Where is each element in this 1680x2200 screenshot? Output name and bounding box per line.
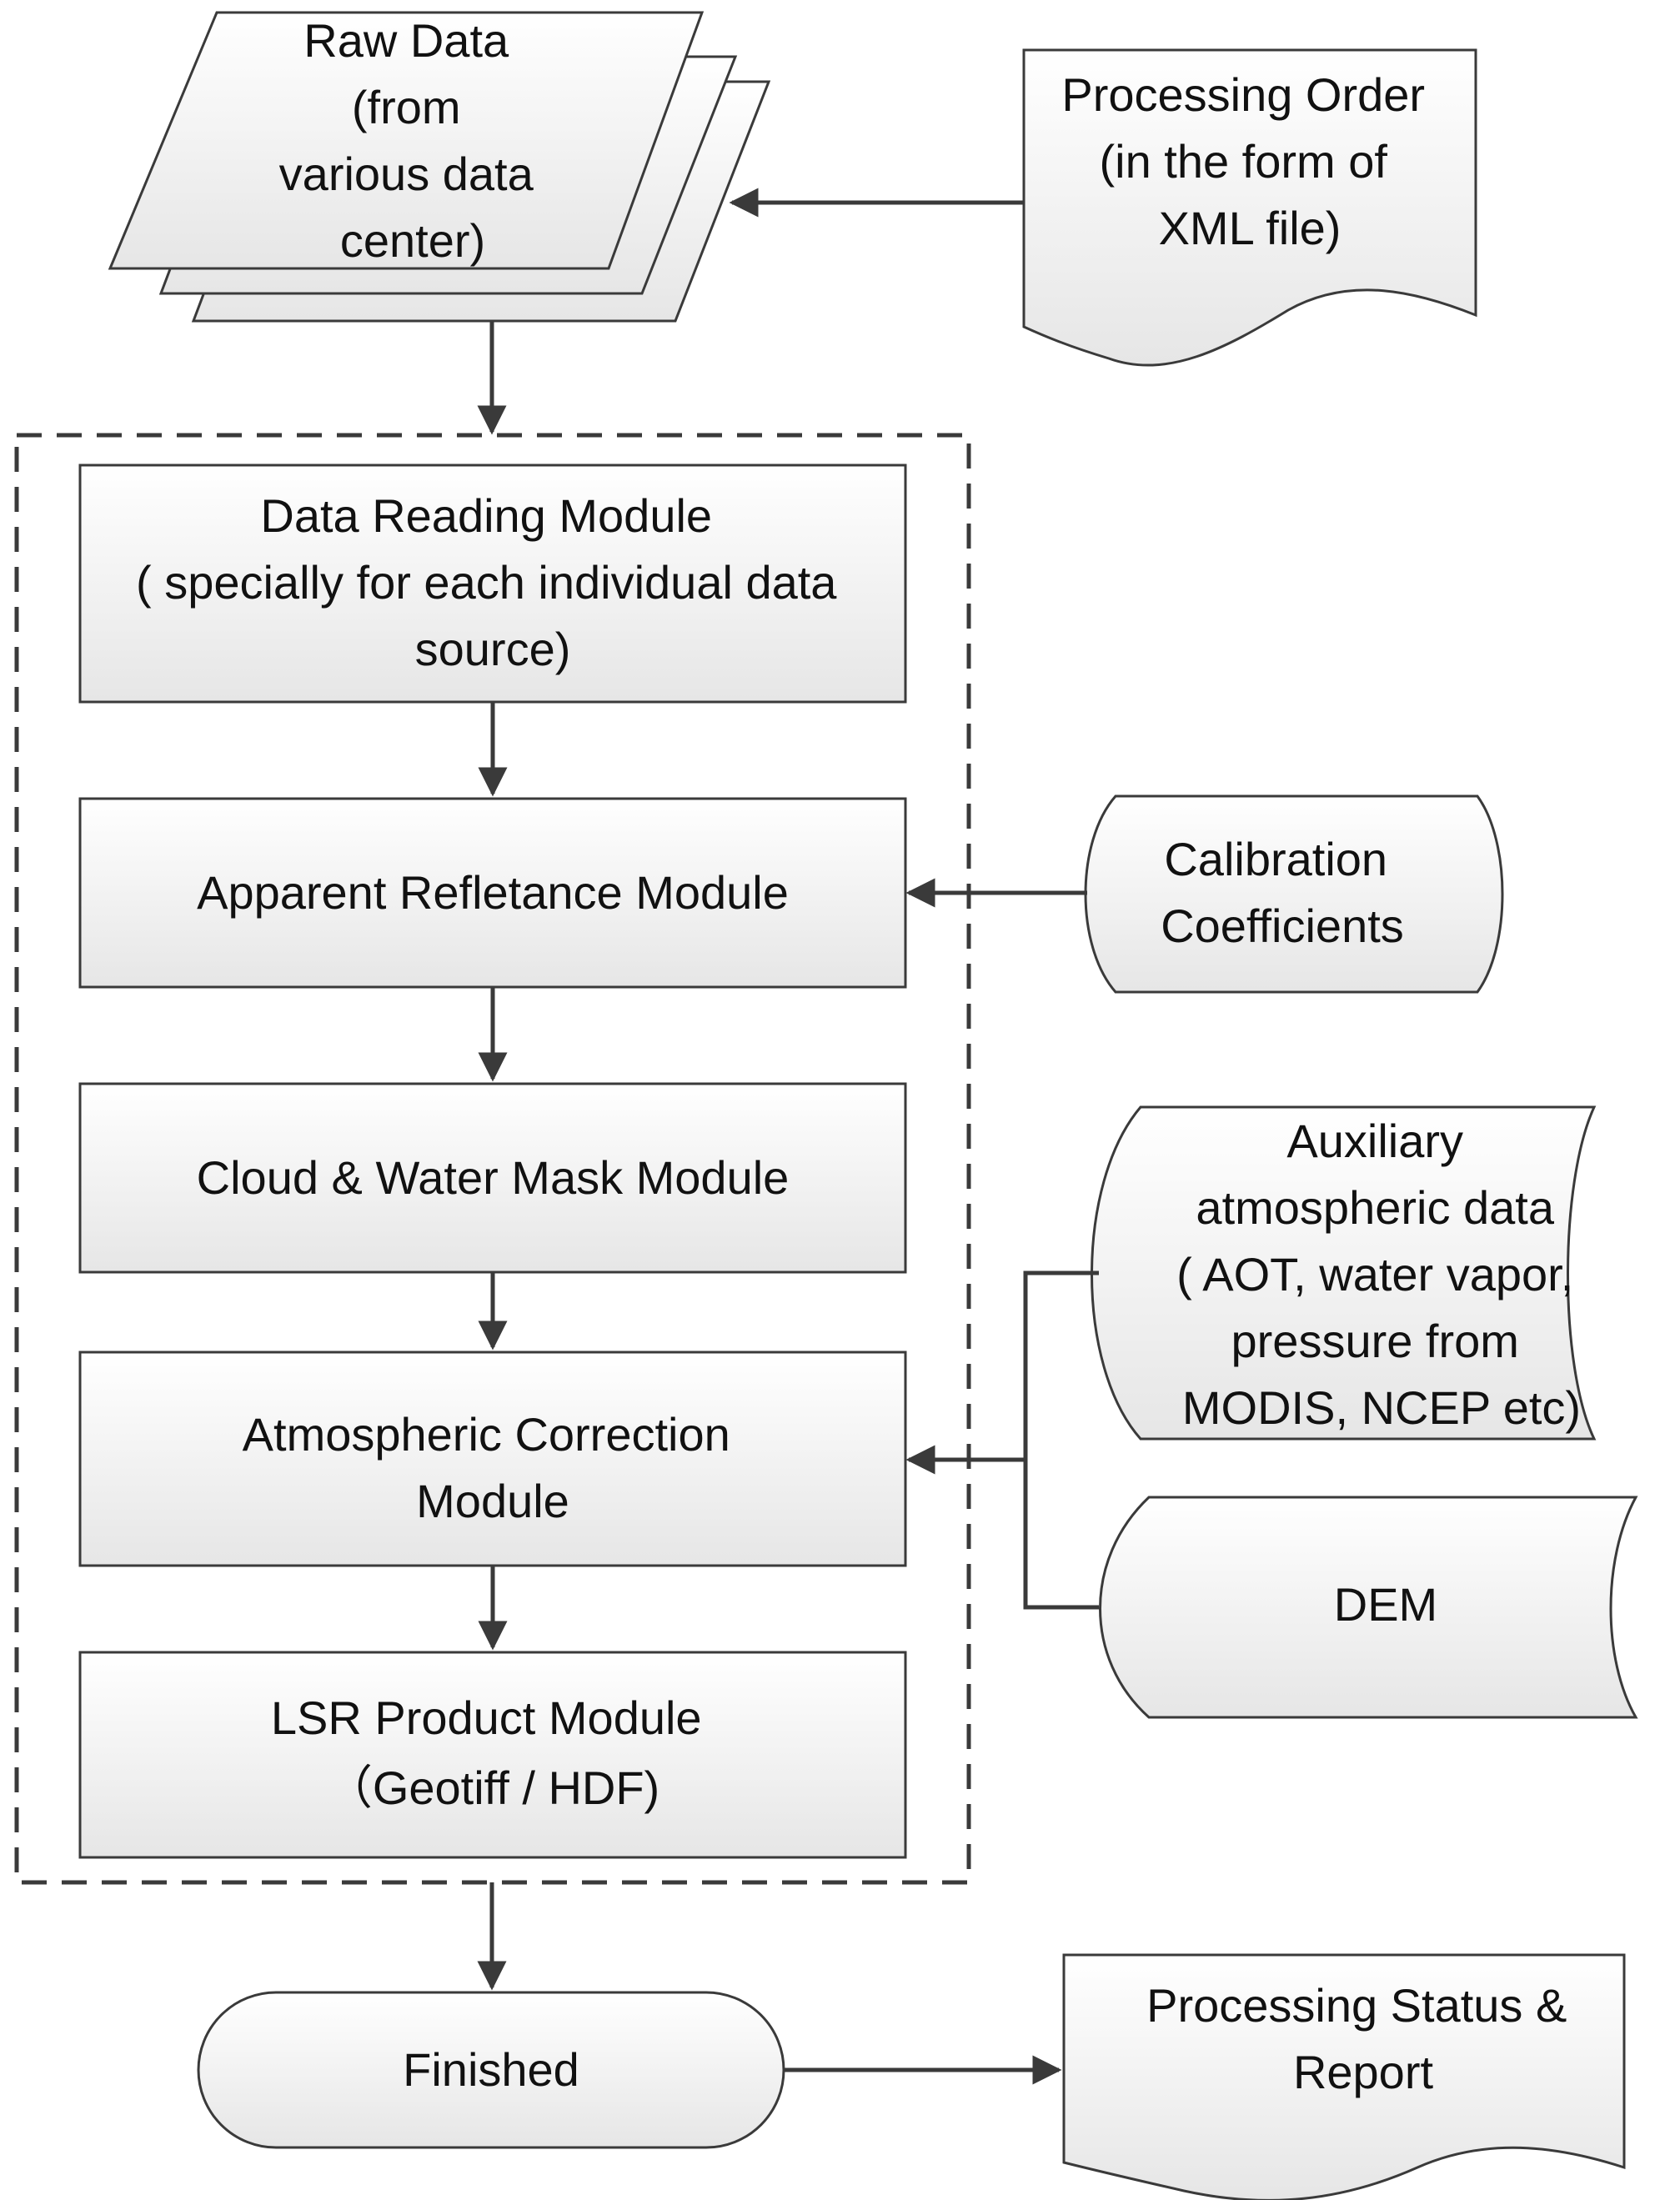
- raw-data-sheet-front: [108, 11, 705, 270]
- calibration-stored-data-shape: [1084, 794, 1504, 994]
- cloud-water-label: Cloud & Water Mask Module: [197, 1151, 790, 1204]
- dem-node: DEM: [1099, 1496, 1638, 1719]
- processing-order-node: Processing Order (in the form of XML fil…: [1022, 48, 1477, 367]
- finished-label: Finished: [403, 2043, 579, 2096]
- atmospheric-correction-label: Atmospheric Correction Module: [243, 1408, 744, 1527]
- processing-order-label: Processing Order (in the form of XML fil…: [1061, 68, 1437, 254]
- auxiliary-data-node: Auxiliary atmospheric data ( AOT, water …: [1091, 1105, 1597, 1441]
- auxiliary-stored-data-shape: [1091, 1105, 1597, 1441]
- cloud-water-mask-module: Cloud & Water Mask Module: [78, 1082, 907, 1274]
- data-reading-module: Data Reading Module ( specially for each…: [78, 464, 907, 704]
- atmospheric-correction-module: Atmospheric Correction Module: [78, 1351, 907, 1567]
- auxiliary-label: Auxiliary atmospheric data ( AOT, water …: [1176, 1115, 1587, 1434]
- processing-order-document-shape: [1022, 48, 1477, 367]
- dem-stored-data-shape: [1099, 1496, 1638, 1719]
- status-report-label: Processing Status & Report: [1146, 1979, 1580, 2098]
- lsr-product-module: LSR Product Module （Geotiff / HDF): [78, 1651, 907, 1859]
- calibration-label: Calibration Coefficients: [1161, 833, 1404, 952]
- raw-data-node: Raw Data (from various data center): [108, 11, 771, 323]
- status-report-document-shape: [1062, 1953, 1626, 2200]
- calibration-coefficients-node: Calibration Coefficients: [1084, 794, 1504, 994]
- raw-data-label: Raw Data (from various data center): [279, 14, 547, 267]
- processing-status-report-node: Processing Status & Report: [1062, 1953, 1626, 2200]
- apparent-reflectance-module: Apparent Refletance Module: [78, 797, 907, 989]
- data-reading-label: Data Reading Module ( specially for each…: [136, 489, 850, 675]
- connector-auxiliary-branch: [1023, 1270, 1099, 1610]
- lsr-product-label: LSR Product Module （Geotiff / HDF): [271, 1691, 715, 1814]
- finished-terminator: Finished: [197, 1991, 785, 2149]
- apparent-reflectance-label: Apparent Refletance Module: [197, 866, 789, 919]
- dem-label: DEM: [1334, 1578, 1437, 1631]
